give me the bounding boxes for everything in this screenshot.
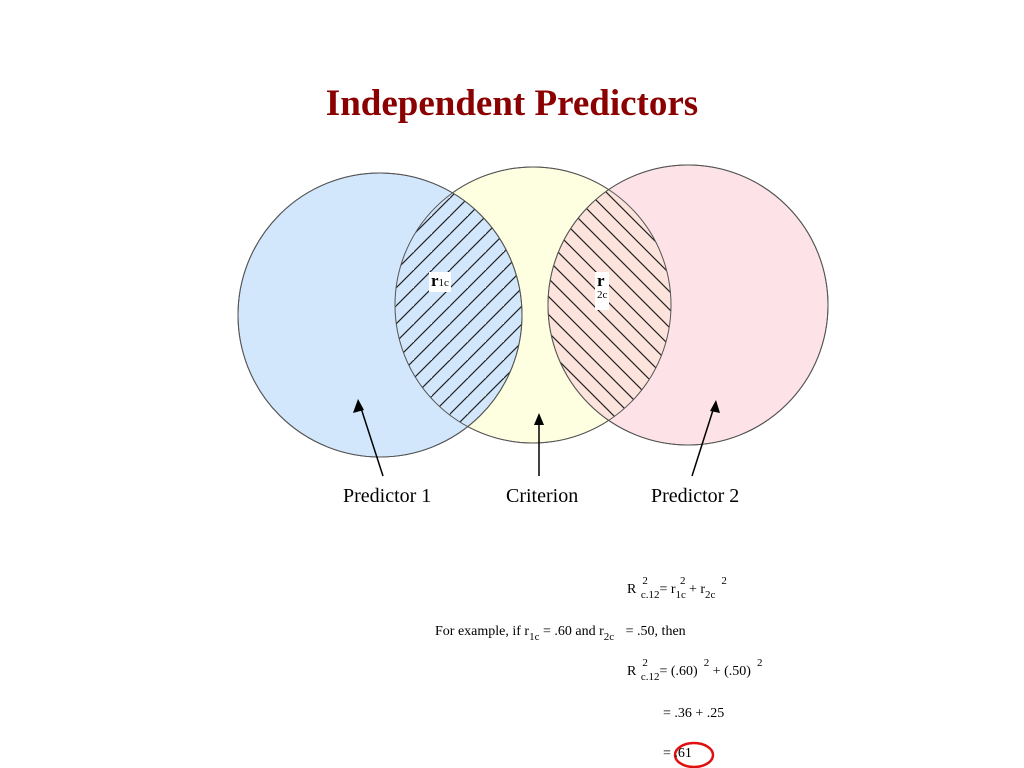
equation-line-2: For example, if r1c = .60 and r2c = .50,… [435,624,686,643]
predictor2-label: Predictor 2 [651,485,740,507]
arrow-predictor2-head [710,400,720,413]
equation-line-1: R2c.12= r1c2 + r2c2 [627,575,727,601]
result-highlight-circle [673,741,715,768]
predictor1-label: Predictor 1 [343,485,432,507]
criterion-label: Criterion [506,485,579,507]
arrow-criterion-head [534,413,544,425]
arrow-predictor2 [691,406,715,477]
predictor2-outline [547,164,829,446]
criterion-outline [394,166,672,444]
overlap2-hatch-lines [548,167,671,443]
arrow-predictor1-head [353,399,364,413]
slide-title: Independent Predictors [325,83,699,124]
predictor1-outline [237,172,523,458]
overlap1-hatch [395,173,522,443]
arrow-predictor1 [359,404,384,477]
r1c-label: r1c [429,271,451,292]
equation-line-5: = .61 [663,746,692,761]
equation-line-4: = .36 + .25 [663,706,725,721]
equation-line-3: R2c.12= (.60)2 + (.50)2 [627,657,763,683]
result-value: .61 [674,746,692,761]
